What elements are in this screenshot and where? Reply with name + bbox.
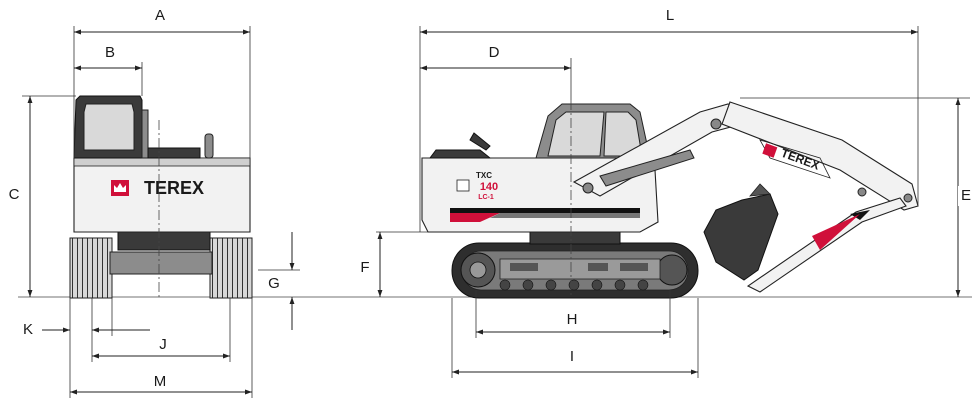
label-c: C xyxy=(9,186,20,203)
front-view-excavator: TEREX xyxy=(69,62,253,299)
bucket-link xyxy=(746,197,907,293)
label-b: B xyxy=(105,44,115,61)
front-exhaust-pipe xyxy=(204,133,214,159)
front-swing-bearing xyxy=(117,231,211,251)
front-right-track xyxy=(209,237,253,299)
label-k: K xyxy=(23,321,33,338)
label-d: D xyxy=(489,44,500,61)
label-a: A xyxy=(155,7,165,24)
front-brand-text: TEREX xyxy=(144,178,204,198)
label-l: L xyxy=(666,7,674,24)
front-cab-window xyxy=(83,103,135,151)
label-i: I xyxy=(570,348,574,365)
boom-cylinder xyxy=(599,149,695,187)
dimension-labels: A B C G K J M L D E F H I xyxy=(7,6,972,390)
label-h: H xyxy=(567,311,578,328)
model-text-3: LC-1 xyxy=(478,194,494,201)
side-cab-window-front xyxy=(547,111,605,157)
model-text-2: 140 xyxy=(480,181,498,193)
label-j: J xyxy=(159,336,167,353)
side-swing-bearing xyxy=(529,231,621,245)
side-cab-window-rear xyxy=(603,111,643,157)
label-m: M xyxy=(154,373,167,390)
front-left-track xyxy=(69,237,113,299)
link-accent-stripe xyxy=(812,214,860,250)
stick-arm xyxy=(721,101,919,211)
side-model-badge: TXC 140 LC-1 xyxy=(456,171,498,201)
front-undercarriage xyxy=(109,251,213,275)
label-f: F xyxy=(360,259,369,276)
front-terex-logo: TEREX xyxy=(111,178,204,198)
drive-sprocket xyxy=(656,254,688,286)
side-view-excavator: TXC 140 LC-1 TEREX xyxy=(421,100,919,299)
side-exhaust xyxy=(469,132,491,151)
model-text-1: TXC xyxy=(476,171,492,180)
side-accent-stripe xyxy=(450,213,500,222)
label-g: G xyxy=(268,275,280,292)
bucket xyxy=(703,193,779,281)
label-e: E xyxy=(961,187,971,204)
dimension-lines xyxy=(22,26,970,398)
